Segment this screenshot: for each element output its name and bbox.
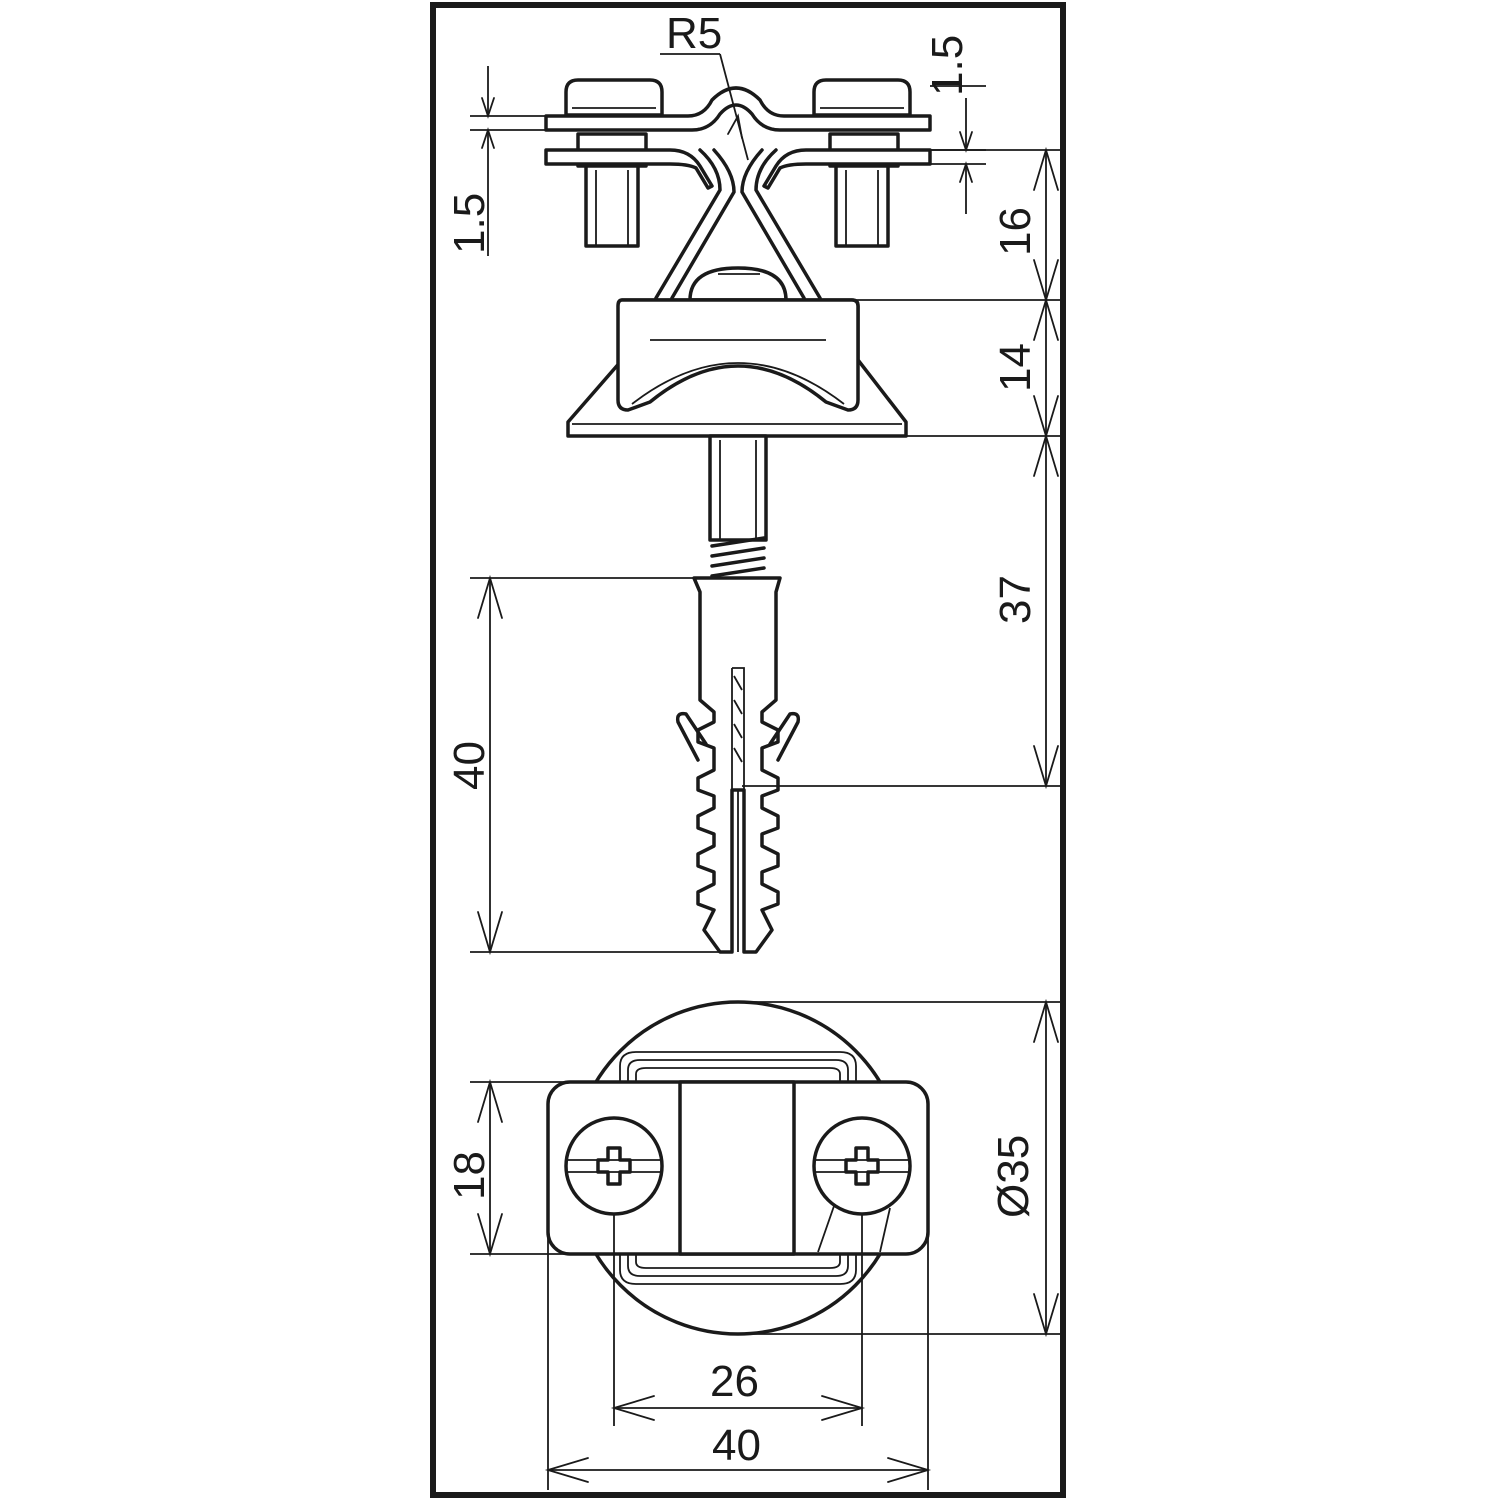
dim-r5: R5 (666, 9, 722, 58)
dimension-lines (470, 53, 1060, 1490)
dim-1-5-right: 1.5 (923, 35, 972, 96)
top-view (546, 1000, 930, 1336)
dim-16: 16 (991, 207, 1040, 256)
dim-37: 37 (991, 575, 1040, 624)
dim-40-horizontal: 40 (712, 1421, 761, 1470)
drawing-frame (430, 2, 1066, 1498)
upper-clamp-strip (544, 86, 932, 132)
clip-outline (619, 1051, 857, 1285)
dim-26: 26 (710, 1357, 759, 1406)
dim-14: 14 (991, 343, 1040, 392)
dim-1-5-left: 1.5 (445, 193, 494, 254)
side-view (544, 78, 932, 954)
saddle-body (566, 298, 908, 438)
shaft (708, 434, 768, 578)
clip-legs (654, 148, 736, 300)
dim-18: 18 (445, 1151, 494, 1200)
clamp-bridge (678, 1080, 796, 1256)
left-screw-head-top (564, 1116, 664, 1216)
dim-diameter-35: Ø35 (989, 1135, 1038, 1218)
wall-plug (675, 576, 801, 954)
lower-clamp-strip (544, 148, 714, 190)
centre-screw-head (688, 266, 788, 302)
dim-40-vertical: 40 (445, 741, 494, 790)
dimension-labels: R5 1.5 1.5 16 14 37 40 18 Ø35 26 40 (445, 9, 1040, 1470)
